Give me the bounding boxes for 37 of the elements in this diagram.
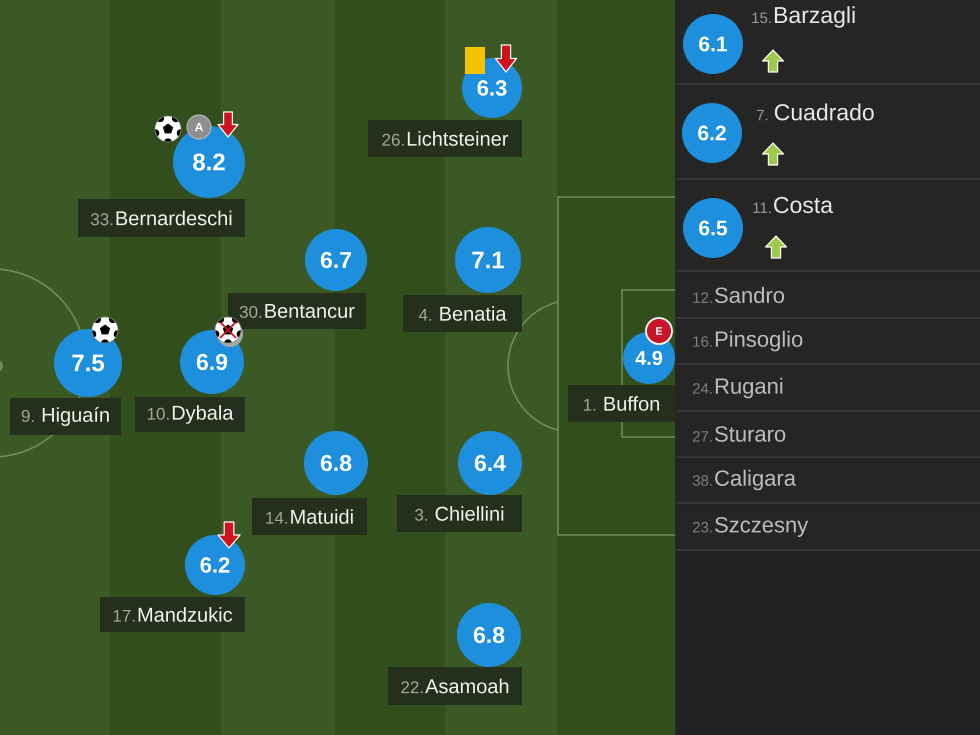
node-label: 16. — [693, 336, 712, 347]
node-label: 38. — [692, 475, 712, 486]
name-label: 33. Bernardeschi — [78, 199, 245, 237]
name-label: 10. Dybala — [135, 397, 245, 432]
name-label: 30. Bentancur — [228, 293, 366, 329]
name-label: 1. Buffon — [568, 385, 675, 422]
node-label: Sturaro — [715, 426, 786, 442]
node-label: Cuadrado — [774, 104, 874, 120]
node-label: Caligara — [715, 470, 796, 490]
name-label: 9. Higuaín — [10, 398, 121, 435]
list-row: 12.Sandro — [676, 273, 980, 318]
list-row: 38.Caligara — [676, 459, 980, 502]
name-label: 17. Mandzukic — [100, 597, 245, 632]
node-label: 15. — [752, 12, 771, 24]
node-label: Pinsoglio — [716, 330, 802, 352]
node-label: 12. — [693, 292, 712, 303]
node-label: Szczesny — [715, 517, 808, 537]
node-label: Sandro — [715, 286, 784, 304]
node-label: Costa — [774, 196, 834, 214]
node-label: Rugani — [716, 378, 782, 398]
node-label: 11. — [753, 202, 771, 213]
node-label: 23. — [692, 522, 712, 533]
node-label: 24. — [692, 383, 712, 394]
node-label: 7. — [756, 110, 768, 120]
name-label: 3. Chiellini — [397, 495, 522, 532]
list-row: 23.Szczesny — [676, 505, 980, 550]
letter-badge: E — [645, 317, 673, 345]
node-label: 27. — [692, 431, 712, 442]
name-label: 22.Asamoah — [388, 667, 522, 705]
name-label: 4. Benatia — [403, 295, 522, 332]
node-label: Barzagli — [774, 6, 855, 28]
list-row: 27.Sturaro — [676, 413, 980, 456]
name-label: 14. Matuidi — [252, 498, 367, 535]
name-label: 26. Lichtsteiner — [368, 120, 522, 157]
letter-badge: A — [186, 114, 212, 140]
list-row: 24. Rugani — [676, 366, 980, 410]
list-row: 16. Pinsoglio — [676, 320, 980, 364]
